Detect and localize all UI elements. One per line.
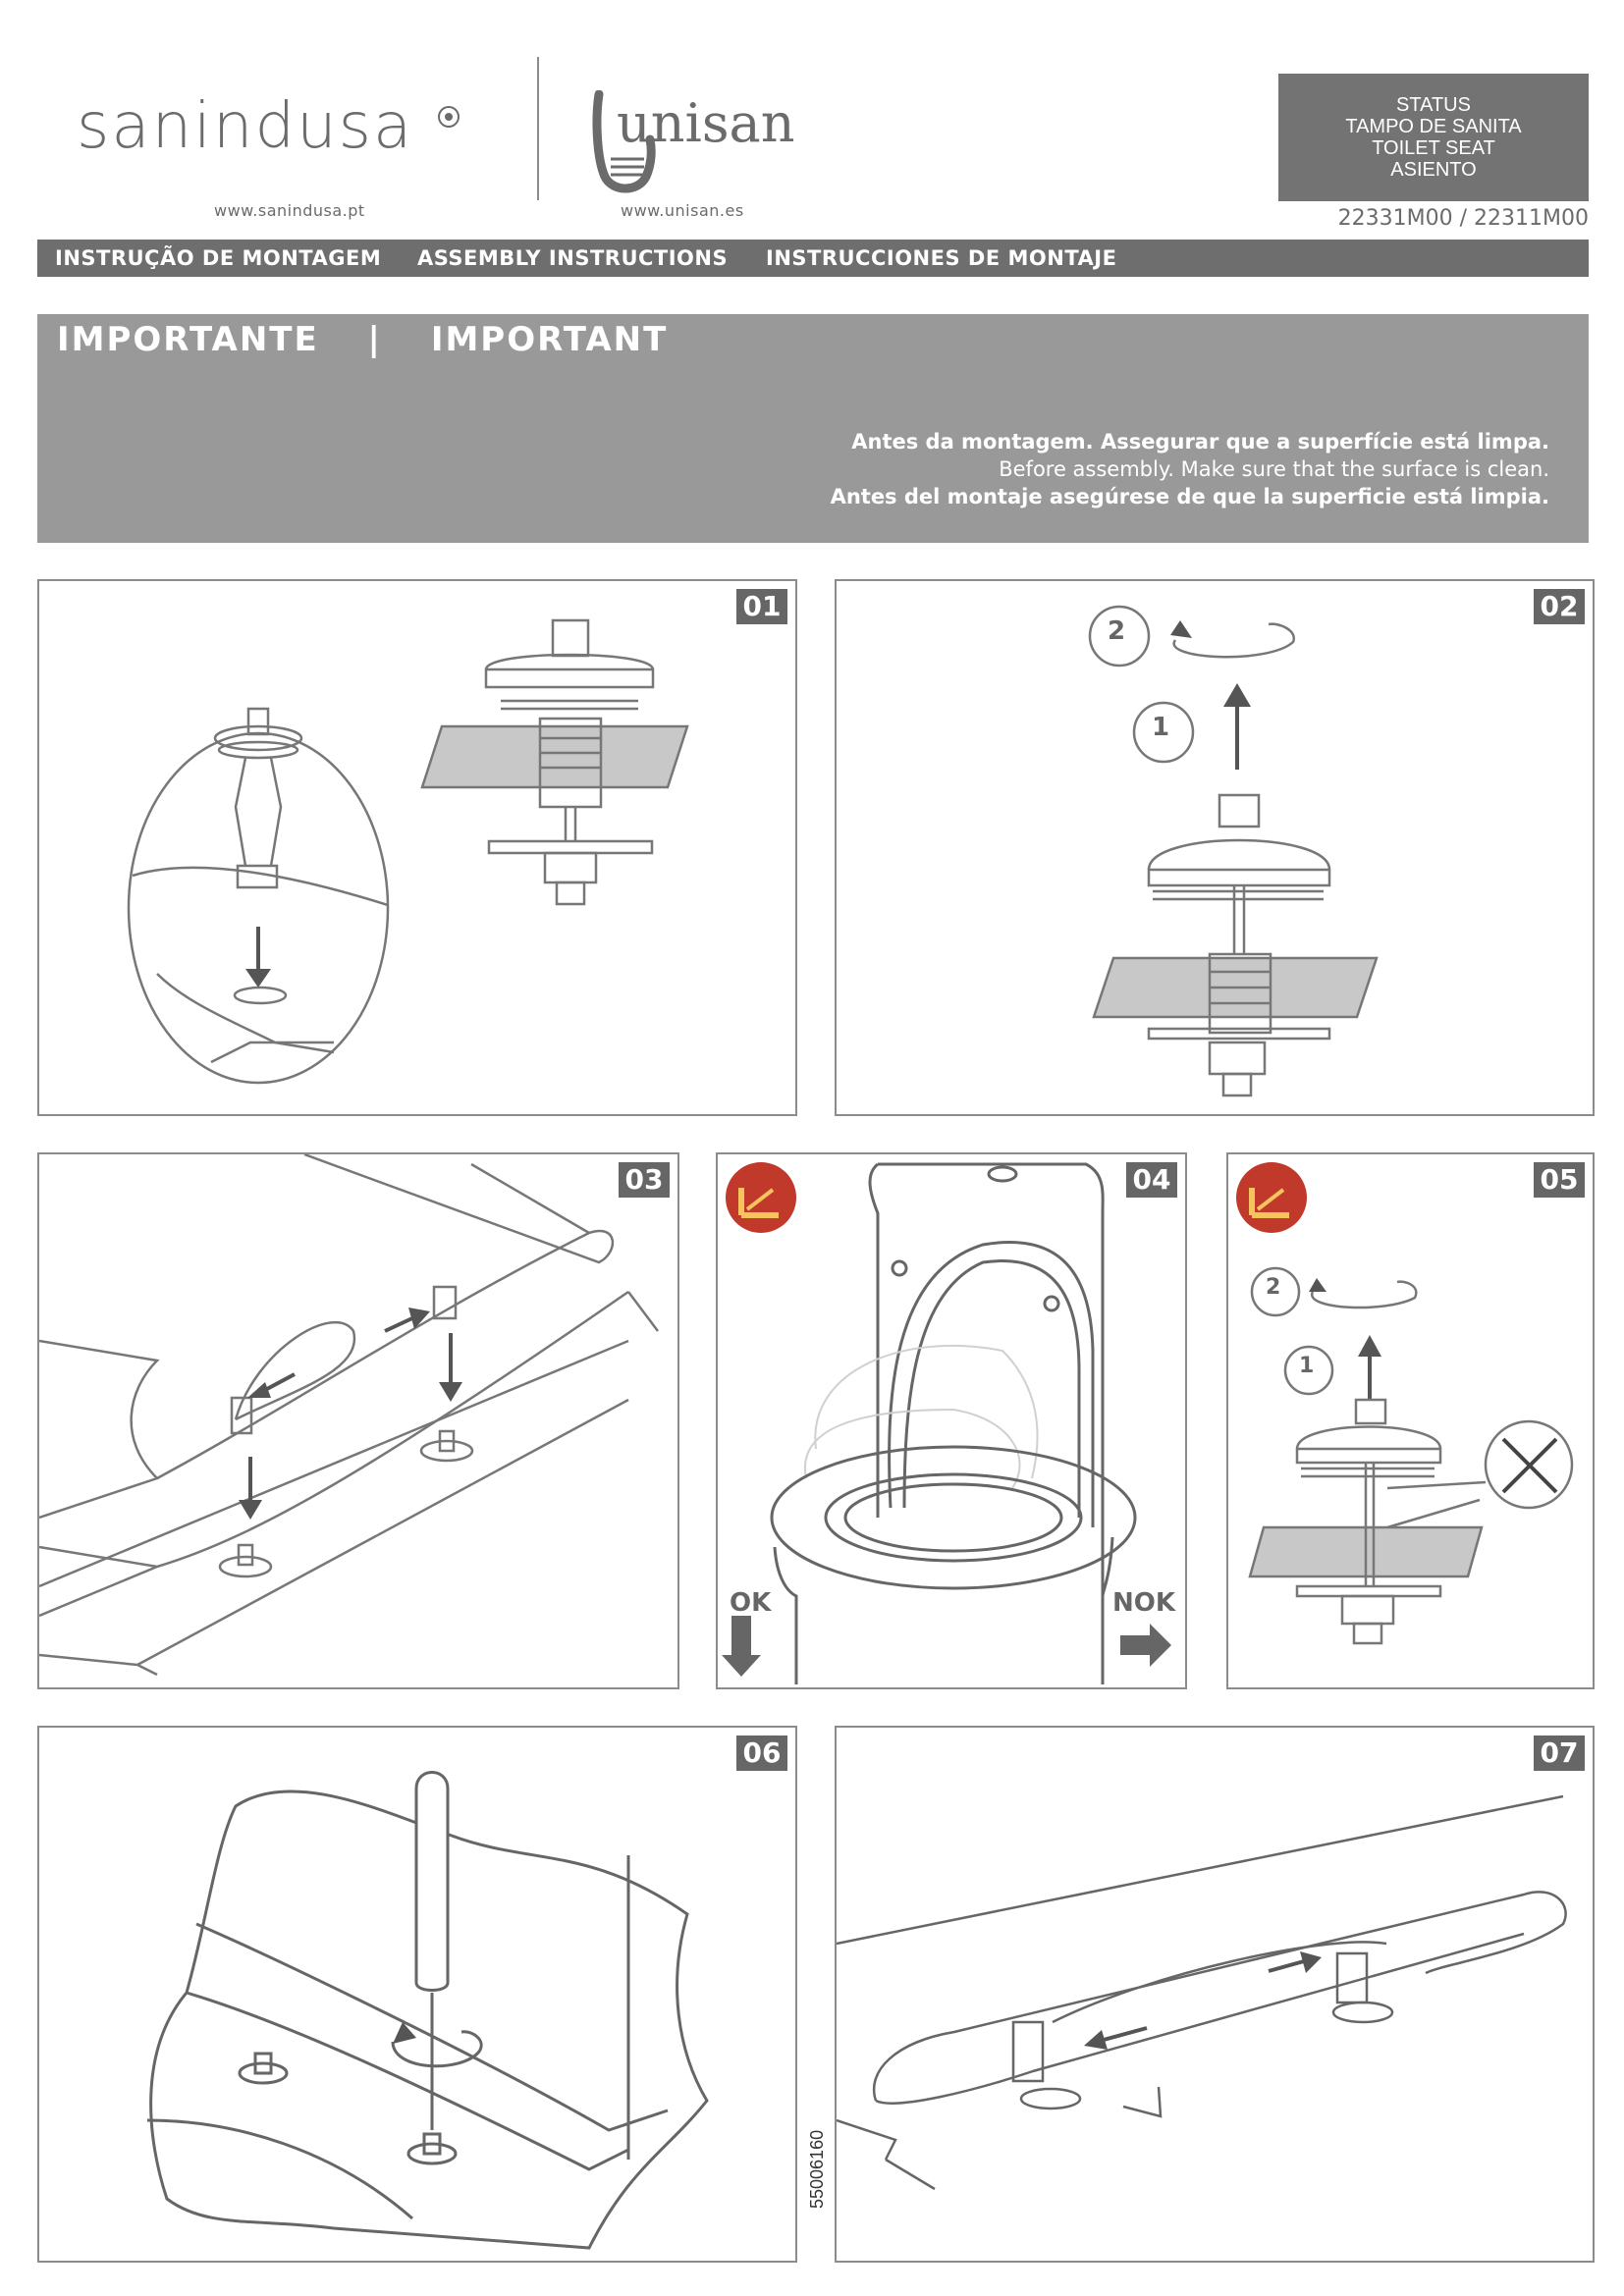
- step-03-illustration: [39, 1154, 659, 1677]
- step-04-ok-label: OK: [730, 1588, 772, 1618]
- step-06-illustration: [146, 1771, 709, 2250]
- step-02-illustration: [1088, 605, 1379, 1097]
- step-01-number: 01: [736, 589, 787, 624]
- step-02-callout-2: 2: [1108, 616, 1126, 646]
- step-01-illustration: [127, 618, 689, 1085]
- header-divider: [537, 57, 539, 200]
- step-02-callout-1: 1: [1152, 713, 1170, 742]
- important-notice: IMPORTANTE | IMPORTANT Antes da montagem…: [37, 314, 1589, 543]
- step-05-illustration: [1236, 1162, 1574, 1645]
- important-text: Antes da montagem. Assegurar que a super…: [831, 428, 1549, 510]
- status-line-1: STATUS: [1396, 94, 1471, 116]
- status-box: STATUS TAMPO DE SANITA TOILET SEAT ASIEN…: [1278, 74, 1589, 201]
- step-02-panel: 02 2 1: [835, 579, 1595, 1116]
- important-separator: |: [367, 320, 382, 359]
- step-04-panel: 04 OK NOK: [716, 1152, 1187, 1689]
- step-04-illustration: [722, 1162, 1171, 1684]
- sanindusa-website[interactable]: www.sanindusa.pt: [214, 201, 365, 220]
- step-02-number: 02: [1534, 589, 1585, 624]
- unisan-website[interactable]: www.unisan.es: [621, 201, 744, 220]
- important-line-pt: Antes da montagem. Assegurar que a super…: [851, 430, 1549, 454]
- step-07-panel: 07: [835, 1726, 1595, 2263]
- step-06-panel: 06: [37, 1726, 797, 2263]
- step-04-nok-label: NOK: [1112, 1588, 1176, 1618]
- step-01-panel: 01: [37, 579, 797, 1116]
- step-05-panel: 05 2 1: [1226, 1152, 1595, 1689]
- important-line-es: Antes del montaje asegúrese de que la su…: [830, 485, 1549, 508]
- unisan-logo-icon: [592, 90, 656, 193]
- sanindusa-logo-text: sanindusa: [77, 90, 414, 163]
- important-title-en: IMPORTANT: [430, 320, 669, 359]
- step-05-callout-2: 2: [1266, 1275, 1281, 1300]
- product-codes: 22331M00 / 22311M00: [1337, 206, 1589, 231]
- important-line-en: Before assembly. Make sure that the surf…: [999, 457, 1549, 481]
- document-number: 55006160: [807, 2129, 827, 2209]
- step-03-panel: 03: [37, 1152, 679, 1689]
- status-line-3: TOILET SEAT: [1372, 137, 1495, 159]
- step-05-number: 05: [1534, 1162, 1585, 1198]
- sanindusa-logo: sanindusa: [77, 90, 461, 163]
- step-07-illustration: [837, 1794, 1567, 2191]
- instruction-title-es: INSTRUCCIONES DE MONTAJE: [766, 246, 1117, 270]
- important-title-pt: IMPORTANTE: [57, 320, 319, 359]
- unisan-logo-text: unisan: [617, 92, 795, 154]
- instruction-bar: INSTRUÇÃO DE MONTAGEM ASSEMBLY INSTRUCTI…: [37, 240, 1589, 277]
- status-line-4: ASIENTO: [1390, 159, 1477, 181]
- step-03-number: 03: [619, 1162, 670, 1198]
- status-line-2: TAMPO DE SANITA: [1345, 116, 1522, 137]
- step-06-number: 06: [736, 1735, 787, 1771]
- instruction-title-en: ASSEMBLY INSTRUCTIONS: [417, 246, 729, 270]
- important-title: IMPORTANTE | IMPORTANT: [57, 320, 668, 359]
- step-07-number: 07: [1534, 1735, 1585, 1771]
- registered-mark-icon: [437, 106, 460, 128]
- instruction-title-pt: INSTRUÇÃO DE MONTAGEM: [55, 246, 382, 270]
- step-04-number: 04: [1126, 1162, 1177, 1198]
- step-05-callout-1: 1: [1299, 1354, 1315, 1378]
